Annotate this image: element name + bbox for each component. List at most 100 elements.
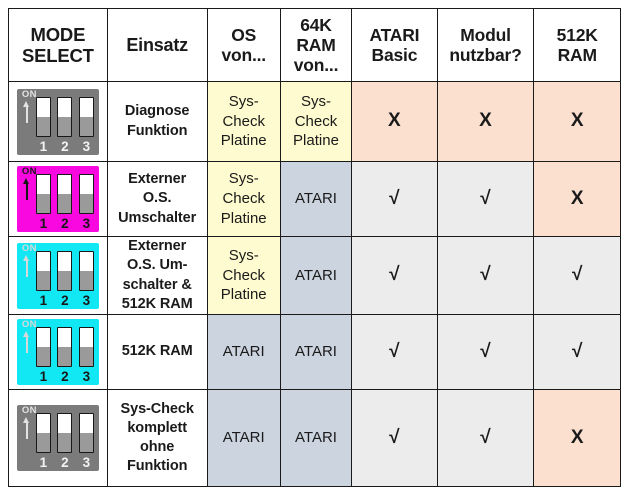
dip-lever-2-off[interactable] xyxy=(57,250,73,291)
dip-on-label: ON xyxy=(21,405,37,417)
ram512-cell: X xyxy=(533,81,621,162)
dip-lever-1-on[interactable] xyxy=(35,413,51,454)
modul-nutzbar-cell: X xyxy=(436,81,535,162)
dip-on-label: ON xyxy=(21,88,37,100)
dip-lever-number: 1 xyxy=(39,369,48,385)
dip-on-label: ON xyxy=(21,319,37,331)
dip-lever-number: 1 xyxy=(39,216,48,232)
dip-lever-number: 2 xyxy=(61,292,69,308)
ram512-cell: √ xyxy=(533,314,621,391)
dip-switch-levers xyxy=(35,96,94,137)
dip-lever-3-off[interactable] xyxy=(78,250,94,291)
dip-up-arrow-icon xyxy=(23,331,30,354)
dip-lever-2-on[interactable] xyxy=(57,327,73,368)
dip-lever-number: 3 xyxy=(82,138,91,154)
modul-nutzbar-cell: √ xyxy=(436,389,535,488)
dip-lever-number: 2 xyxy=(61,138,69,154)
dip-up-arrow-icon xyxy=(23,100,30,123)
dip-lever-number: 2 xyxy=(61,455,69,471)
dip-up-arrow-icon xyxy=(23,417,30,440)
dip-switch-levers xyxy=(35,413,94,454)
dip-lever-number: 3 xyxy=(82,292,91,308)
dip-lever-2-on[interactable] xyxy=(57,413,73,454)
einsatz-cell: 512K RAM xyxy=(106,314,208,391)
dip-lever-1-on[interactable] xyxy=(35,327,51,368)
dip-lever-3-on[interactable] xyxy=(78,413,94,454)
os-von-cell: ATARI xyxy=(206,389,281,488)
ram64-von-cell: ATARI xyxy=(279,389,353,488)
dip-lever-number: 3 xyxy=(82,455,91,471)
dip-lever-3-on[interactable] xyxy=(78,174,94,214)
dip-on-label: ON xyxy=(21,242,37,254)
column-header-einsatz: Einsatz xyxy=(106,8,208,82)
dip-switch-levers xyxy=(35,174,94,214)
dip-switch-levers xyxy=(35,327,94,368)
dip-lever-number: 3 xyxy=(82,369,91,385)
dip-up-arrow-icon xyxy=(23,178,30,200)
dip-lever-number: 3 xyxy=(82,216,91,232)
dip-lever-number: 1 xyxy=(39,455,48,471)
atari-basic-cell: √ xyxy=(351,161,438,237)
dip-lever-2-off[interactable] xyxy=(57,174,73,214)
ram512-cell: √ xyxy=(533,235,621,316)
os-von-cell: ATARI xyxy=(206,314,281,391)
atari-basic-cell: √ xyxy=(351,314,438,391)
atari-basic-cell: √ xyxy=(351,389,438,488)
dip-lever-number: 1 xyxy=(39,292,48,308)
ram64-von-cell: ATARI xyxy=(279,161,353,237)
dip-lever-number: 2 xyxy=(61,369,69,385)
dip-switch-levers xyxy=(35,250,94,291)
ram512-cell: X xyxy=(533,161,621,237)
modul-nutzbar-cell: √ xyxy=(436,314,535,391)
dip-lever-1-off[interactable] xyxy=(35,96,51,137)
dip-lever-number: 2 xyxy=(61,216,69,232)
dip-lever-1-on[interactable] xyxy=(35,250,51,291)
atari-basic-cell: X xyxy=(351,81,438,162)
ram512-cell: X xyxy=(533,389,621,488)
dip-lever-3-on[interactable] xyxy=(78,96,94,137)
dip-lever-2-off[interactable] xyxy=(57,96,73,137)
ram64-von-cell: ATARI xyxy=(279,314,353,391)
dip-lever-1-on[interactable] xyxy=(35,174,51,214)
modul-nutzbar-cell: √ xyxy=(436,235,535,316)
dip-lever-3-off[interactable] xyxy=(78,327,94,368)
dip-lever-number: 1 xyxy=(39,138,48,154)
dip-on-label: ON xyxy=(21,166,37,177)
dip-up-arrow-icon xyxy=(23,254,30,277)
